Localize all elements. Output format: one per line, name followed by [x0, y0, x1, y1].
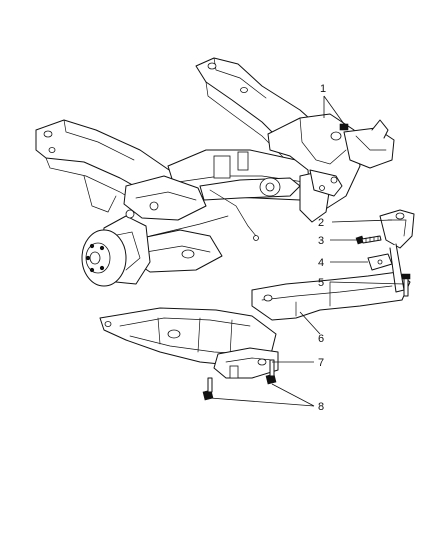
callout-2: 2	[318, 217, 393, 229]
callout-6-label: 6	[318, 333, 324, 345]
callout-2-label: 2	[318, 217, 324, 229]
callout-7: 7	[272, 357, 324, 369]
callout-8: 8	[209, 383, 324, 413]
callout-3: 3	[318, 235, 358, 247]
bolt-8-right	[265, 359, 277, 385]
left-upper-control-arm	[123, 175, 207, 221]
callout-4-label: 4	[318, 257, 324, 269]
callout-1-label: 1	[320, 83, 326, 95]
skid-plate-bracket-7	[213, 347, 279, 379]
left-wheel-hub	[81, 229, 127, 287]
callout-5: 5	[318, 277, 405, 289]
bolt-3	[355, 235, 382, 245]
callout-5-label: 5	[318, 277, 324, 289]
bolt-5	[401, 273, 411, 297]
right-knuckle-rod	[309, 169, 343, 197]
right-upper-control-arm	[343, 119, 395, 169]
left-tie-rod	[125, 209, 229, 237]
callout-7-label: 7	[318, 357, 324, 369]
bracket-4	[367, 253, 393, 271]
callout-6: 6	[299, 311, 324, 345]
steering-linkage	[199, 177, 301, 241]
left-lower-control-arm	[131, 229, 223, 273]
bolt-8-left	[202, 377, 214, 401]
callout-4: 4	[318, 257, 368, 269]
support-bracket-2	[379, 209, 415, 293]
callout-8-label: 8	[318, 401, 324, 413]
callout-3-label: 3	[318, 235, 324, 247]
callout-1: 1	[320, 83, 345, 125]
splash-shield-6	[251, 271, 411, 321]
